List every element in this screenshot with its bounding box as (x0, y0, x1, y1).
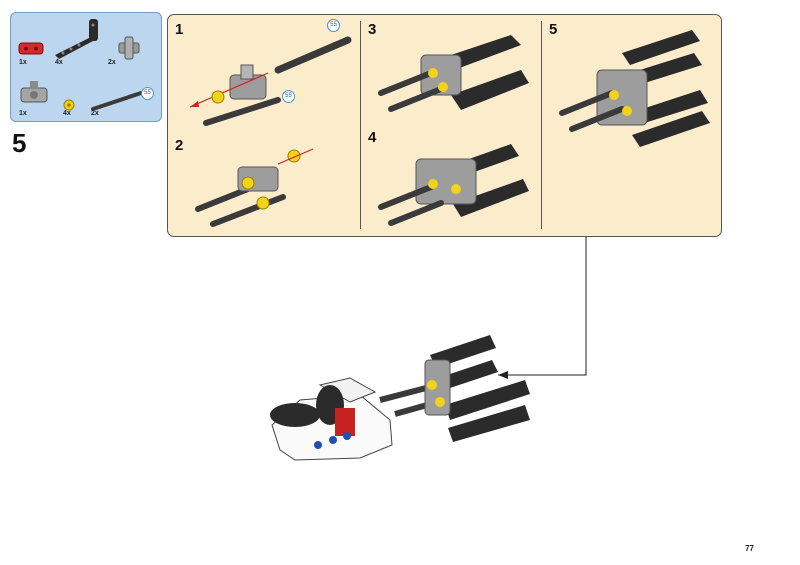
gray-hub-connector-icon (20, 81, 48, 103)
sub-step-box: 1 2 3 4 5 55 55 (167, 14, 722, 237)
sub-step-2-number: 2 (175, 137, 184, 154)
qty-yellow-bush: 4x (63, 110, 71, 117)
qty-dark-axle: 2x (91, 110, 99, 117)
sub-step-1-axle-badge-b: 55 (282, 90, 295, 103)
gray-cross-connector-icon (118, 36, 140, 60)
sub-step-1-number: 1 (175, 21, 184, 38)
sub-step-2-illustration (195, 148, 314, 227)
divider-2 (541, 21, 542, 229)
yellow-bush-icon (63, 99, 75, 111)
dark-axle-icon (91, 91, 143, 111)
qty-black-l-beam: 4x (55, 59, 63, 66)
qty-gray-hub-connector: 1x (19, 110, 27, 117)
parts-list-box: 1x 4x 2x 1x 4x 2x 55 (10, 12, 162, 122)
divider-1 (360, 21, 361, 229)
sub-step-3-number: 3 (368, 21, 377, 38)
black-l-beam-icon (55, 19, 98, 59)
qty-gray-cross-connector: 2x (108, 59, 116, 66)
axle-length-badge: 55 (141, 87, 154, 100)
sub-step-3-illustration (378, 35, 529, 112)
sub-step-1-axle-badge-a: 55 (327, 19, 340, 32)
page-number: 77 (745, 544, 754, 553)
sub-step-4-illustration (378, 144, 529, 226)
sub-step-5-number: 5 (549, 21, 558, 38)
step-number: 5 (12, 128, 27, 158)
sub-step-5-illustration (559, 30, 710, 147)
sub-step-1-illustration (189, 36, 352, 126)
qty-red-connector: 1x (19, 59, 27, 66)
sub-step-4-number: 4 (368, 129, 377, 146)
parts-illustration (18, 19, 143, 111)
red-connector-icon (18, 42, 44, 55)
